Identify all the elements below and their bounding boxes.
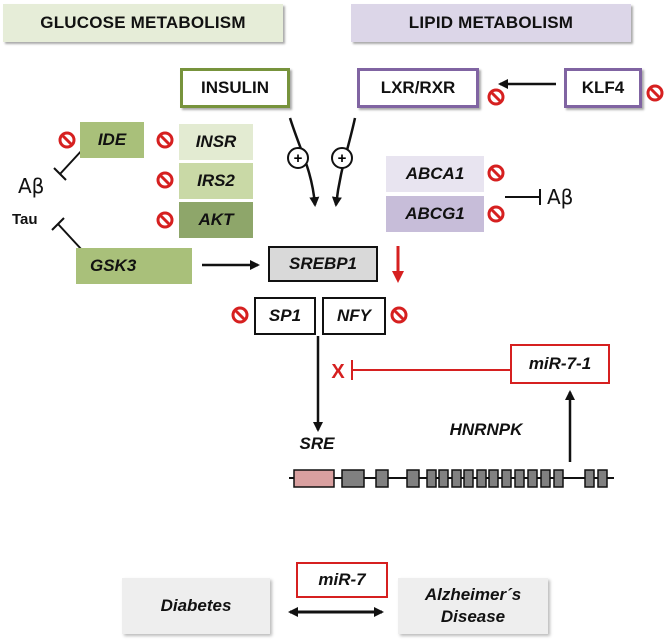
- insulin-plus-circle: [287, 147, 309, 169]
- gsk3-tau-inhibit-bar: [51, 217, 65, 231]
- exon-grey-1: [341, 469, 365, 488]
- no-symbol-icon: [646, 84, 664, 102]
- lxr-plus-circle: [331, 147, 353, 169]
- insulin-plus-label: +: [294, 150, 303, 167]
- abeta-right-label: Aβ: [547, 185, 573, 209]
- mir-7-1-node: miR-7-1: [510, 344, 610, 384]
- no-symbol-icon: [156, 171, 174, 189]
- no-symbol-icon: [58, 131, 76, 149]
- sp1-node: SP1: [254, 297, 316, 335]
- gsk3-tau-inhibit-line: [57, 223, 83, 251]
- abca1-node: ABCA1: [386, 156, 484, 192]
- klf4-node: KLF4: [564, 68, 642, 108]
- no-symbol-icon: [487, 164, 505, 182]
- mir-7-node: miR-7: [296, 562, 388, 598]
- lxr-plus-label: +: [338, 150, 347, 167]
- ide-abeta-inhibit-bar: [53, 167, 67, 181]
- no-symbol-icon: [231, 306, 249, 324]
- gsk3-node: GSK3: [76, 248, 192, 284]
- abeta-left-label: Aβ: [18, 174, 44, 198]
- no-symbol-icon: [156, 211, 174, 229]
- lipid-metabolism-header: LIPID METABOLISM: [351, 4, 631, 42]
- alzheimers-panel: Alzheimer´s Disease: [398, 578, 548, 634]
- no-symbol-icon: [487, 205, 505, 223]
- abcg1-node: ABCG1: [386, 196, 484, 232]
- insr-node: INSR: [179, 124, 253, 160]
- alzheimers-line-1: Alzheimer´s: [424, 585, 522, 604]
- no-symbol-icon: [390, 306, 408, 324]
- alzheimers-line-2: Disease: [440, 607, 506, 626]
- irs2-node: IRS2: [179, 163, 253, 199]
- block-x-mark: X: [331, 361, 345, 383]
- hnrnpk-label: HNRNPK: [449, 420, 523, 439]
- srebp1-node: SREBP1: [268, 246, 378, 282]
- ide-node: IDE: [80, 122, 144, 158]
- insulin-node: INSULIN: [180, 68, 290, 108]
- no-symbol-icon: [156, 131, 174, 149]
- glucose-metabolism-header: GLUCOSE METABOLISM: [3, 4, 283, 42]
- diabetes-panel: Diabetes: [122, 578, 270, 634]
- nfy-node: NFY: [322, 297, 386, 335]
- exon-sre-pink: [293, 469, 335, 488]
- exon-group: [375, 469, 608, 488]
- tau-label: Tau: [12, 211, 38, 228]
- lxr-rxr-node: LXR/RXR: [357, 68, 479, 108]
- no-symbol-icon: [487, 88, 505, 106]
- akt-node: AKT: [179, 202, 253, 238]
- sre-label: SRE: [299, 434, 335, 453]
